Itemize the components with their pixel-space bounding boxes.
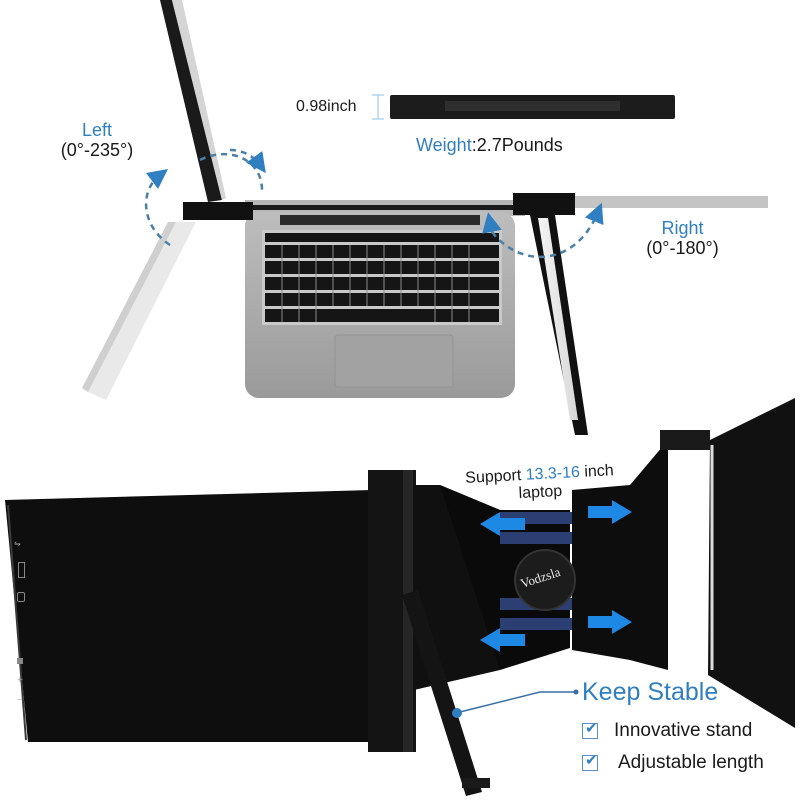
side-button-panel: ⇋ + −: [14, 540, 28, 706]
feature-list: ✔ Innovative stand ✔ Adjustable length: [582, 720, 764, 774]
left-rotation-label: Left (0°-235°): [42, 120, 152, 160]
portable-monitor-front: [5, 398, 795, 796]
feature-item: ✔ Innovative stand: [582, 720, 764, 742]
usb-icon[interactable]: ⇋: [14, 539, 21, 548]
left-rotation-arrows: [144, 148, 266, 247]
checkbox-icon: ✔: [582, 753, 598, 771]
feature-label: Adjustable length: [618, 752, 764, 773]
laptop: [245, 200, 525, 398]
right-rotation-label: Right (0°-180°): [625, 218, 740, 258]
thickness-bar: [372, 94, 675, 120]
weight-label: Weight:2.7Pounds: [416, 135, 563, 155]
menu-icon[interactable]: [17, 658, 23, 664]
feature-item: ✔ Adjustable length: [582, 752, 764, 774]
right-rotation-range: (0°-180°): [646, 238, 719, 258]
power-icon[interactable]: [17, 592, 25, 602]
left-monitor-top-view: [82, 0, 226, 400]
weight-key: Weight: [416, 135, 472, 155]
plus-icon[interactable]: +: [17, 675, 23, 686]
minus-icon[interactable]: −: [17, 695, 23, 706]
support-sizes: 13.3-16: [525, 463, 581, 484]
left-rotation-range: (0°-235°): [60, 140, 134, 160]
left-rotation-title: Left: [81, 120, 113, 140]
mount-bar-top: [183, 193, 768, 435]
checkbox-icon: ✔: [582, 721, 598, 739]
features-title: Keep Stable: [582, 678, 719, 706]
weight-value: :2.7Pounds: [471, 135, 563, 155]
feature-label: Innovative stand: [614, 720, 753, 741]
right-rotation-title: Right: [661, 218, 704, 238]
port-icon[interactable]: [18, 562, 25, 578]
right-rotation-arrows: [482, 202, 604, 259]
thickness-label: 0.98inch: [296, 98, 357, 115]
